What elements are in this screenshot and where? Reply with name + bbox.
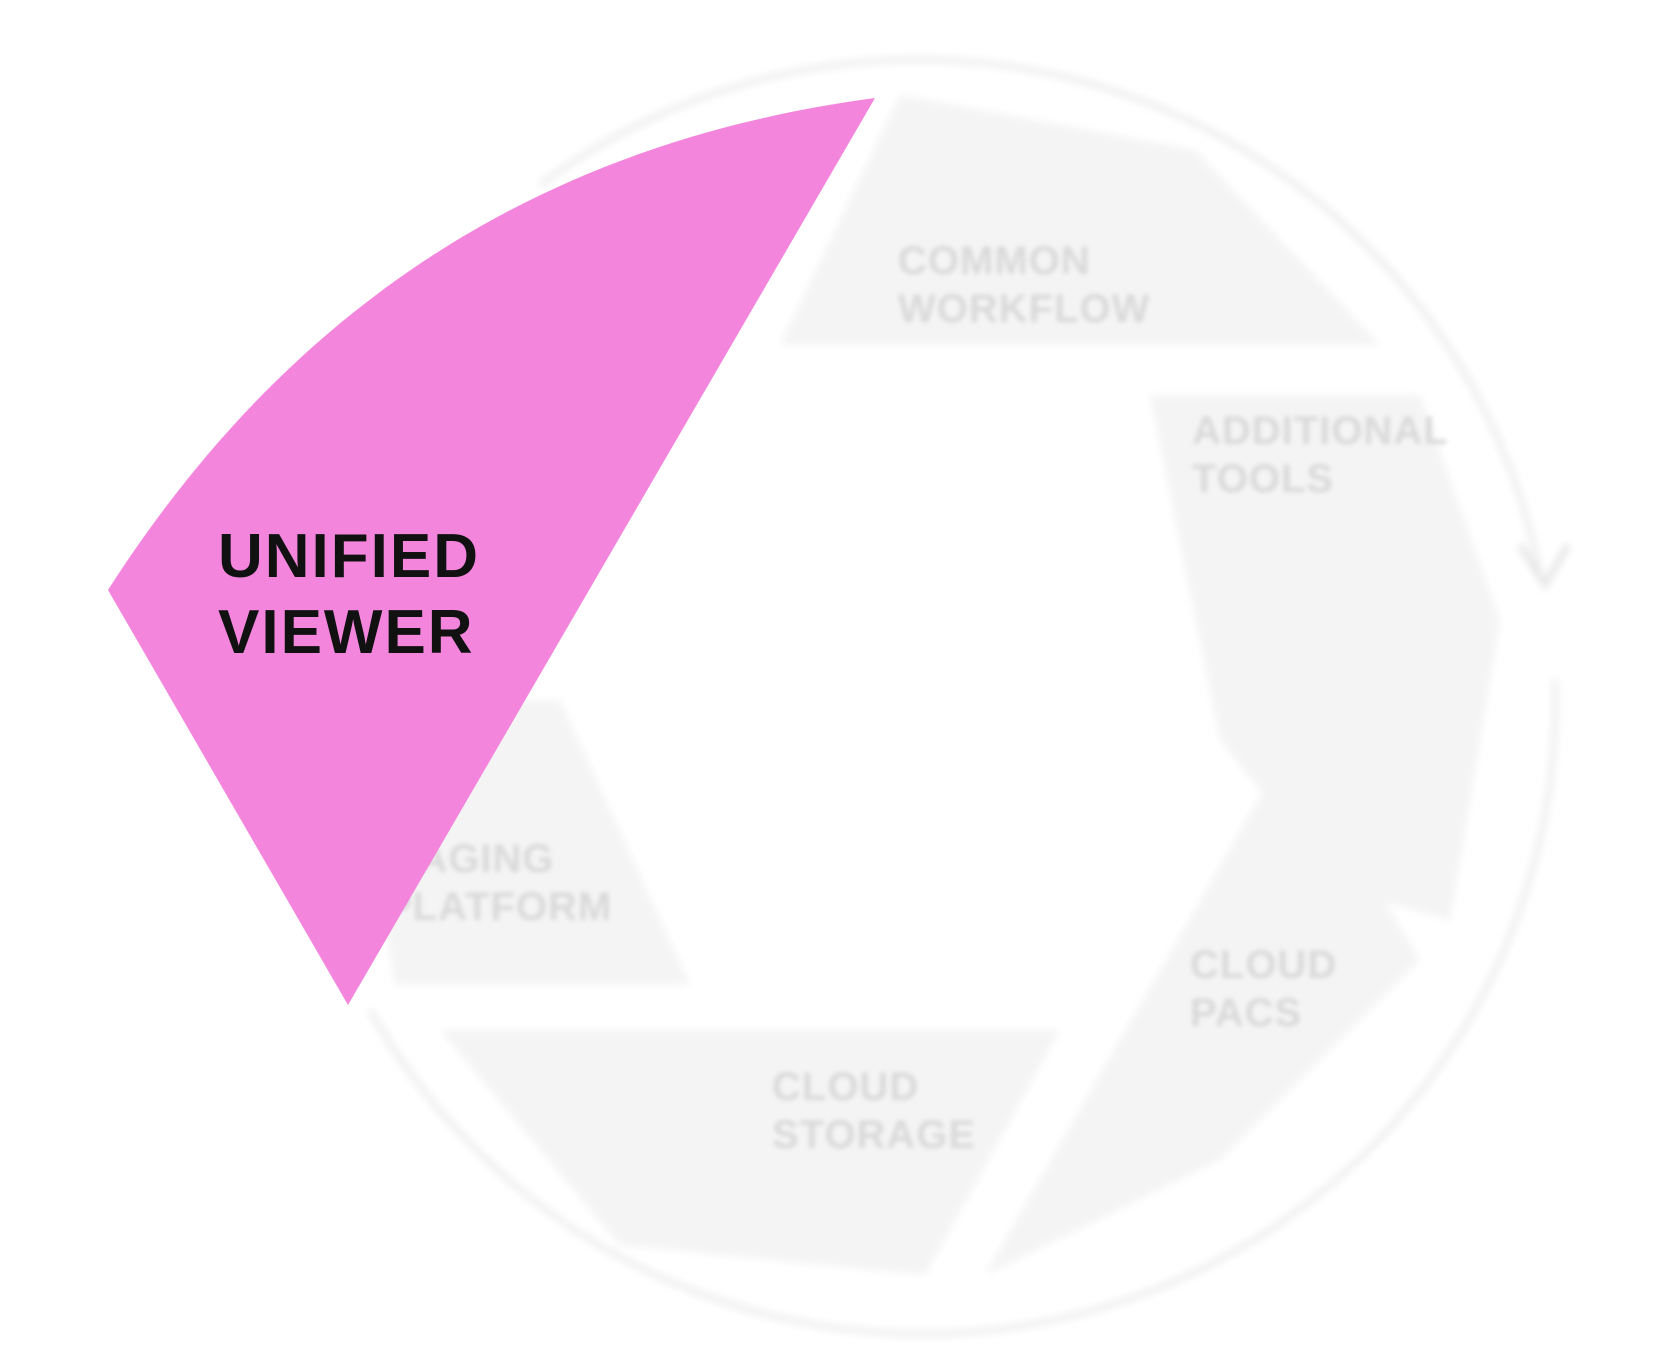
label-additional-tools-line-2: TOOLS bbox=[1192, 457, 1334, 501]
label-cloud-pacs-line-1: CLOUD bbox=[1190, 943, 1337, 987]
label-additional-tools: ADDITIONAL TOOLS bbox=[1192, 409, 1460, 501]
label-imaging-platform-line-2: PLATFORM bbox=[385, 885, 612, 929]
background-blur-layer bbox=[367, 56, 1571, 1337]
label-cloud-storage: CLOUD STORAGE bbox=[772, 1065, 976, 1157]
segment-common-workflow[interactable] bbox=[780, 95, 1380, 345]
outer-ring-arc-lower bbox=[367, 679, 1559, 1337]
inactive-labels: COMMON WORKFLOW ADDITIONAL TOOLS CLOUD P… bbox=[372, 239, 1460, 1157]
label-cloud-pacs: CLOUD PACS bbox=[1190, 943, 1349, 1035]
label-imaging-platform: IMAGING PLATFORM bbox=[372, 837, 612, 929]
outer-ring-arc bbox=[538, 56, 1543, 576]
label-additional-tools-line-1: ADDITIONAL bbox=[1192, 409, 1448, 453]
segment-cloud-pacs[interactable] bbox=[985, 745, 1420, 1275]
segment-cloud-storage[interactable] bbox=[440, 1030, 1060, 1275]
label-cloud-storage-line-1: CLOUD bbox=[772, 1065, 919, 1109]
segment-additional-tools[interactable] bbox=[1150, 395, 1500, 920]
label-common-workflow: COMMON WORKFLOW bbox=[898, 239, 1150, 331]
segment-unified-viewer[interactable] bbox=[108, 98, 875, 1005]
clockwise-arrow-icon bbox=[1517, 543, 1571, 591]
label-unified-viewer-line-1: UNIFIED bbox=[218, 522, 480, 591]
label-unified-viewer-line-2: VIEWER bbox=[218, 598, 475, 667]
label-common-workflow-line-1: COMMON bbox=[898, 239, 1091, 283]
label-common-workflow-line-2: WORKFLOW bbox=[898, 287, 1150, 331]
label-cloud-pacs-line-2: PACS bbox=[1190, 991, 1302, 1035]
label-cloud-storage-line-2: STORAGE bbox=[772, 1113, 976, 1157]
label-unified-viewer: UNIFIED VIEWER bbox=[218, 522, 499, 667]
